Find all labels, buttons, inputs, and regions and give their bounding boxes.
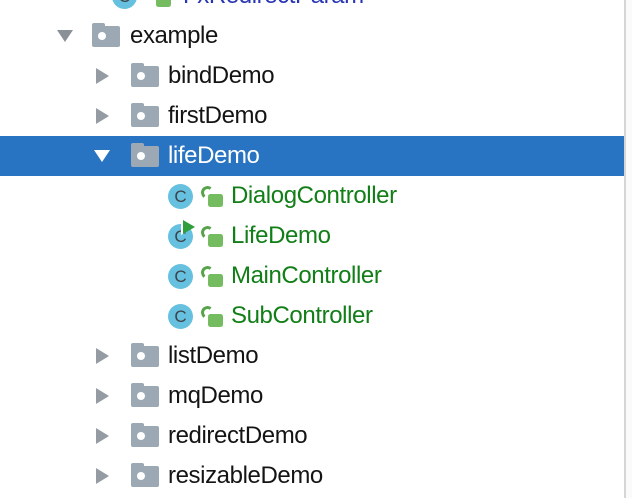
tree-item-label: listDemo <box>168 342 259 369</box>
tree-item-label: SubController <box>231 302 373 329</box>
class-icon: C <box>168 303 193 329</box>
tree-row-resizabledemo[interactable]: resizableDemo <box>0 456 625 496</box>
folder-icon <box>131 382 159 407</box>
class-icon: C <box>168 219 195 249</box>
tree-item-label: LifeDemo <box>231 222 331 249</box>
chevron-right-icon[interactable] <box>94 56 110 96</box>
folder-icon <box>131 422 159 447</box>
tree-item-label: lifeDemo <box>168 142 260 169</box>
tree-item-label: DialogController <box>231 182 397 209</box>
class-icon: C <box>112 0 137 9</box>
folder-icon <box>92 22 120 47</box>
panel-gutter <box>626 0 632 498</box>
tree-row-listdemo[interactable]: listDemo <box>0 336 625 376</box>
unlocked-icon <box>201 226 223 247</box>
folder-icon <box>131 102 159 127</box>
folder-icon <box>131 142 159 167</box>
tree-row-lifedemo[interactable]: lifeDemo <box>0 136 625 176</box>
tree-item-label: example <box>130 22 218 49</box>
chevron-down-icon[interactable] <box>94 136 110 176</box>
panel-divider[interactable] <box>624 0 626 498</box>
class-letter: C <box>118 0 130 9</box>
tree-row-example[interactable]: example <box>0 16 625 56</box>
class-letter: C <box>174 186 187 206</box>
run-overlay-icon <box>183 219 195 234</box>
tree-item-label: MainController <box>231 262 382 289</box>
chevron-right-icon[interactable] <box>94 336 110 376</box>
tree-row-mqdemo[interactable]: mqDemo <box>0 376 625 416</box>
chevron-right-icon[interactable] <box>94 376 110 416</box>
chevron-right-icon[interactable] <box>94 96 110 136</box>
tree-row-subcontroller[interactable]: C SubController <box>0 296 625 336</box>
unlocked-icon <box>149 0 171 7</box>
class-icon: C <box>168 263 193 289</box>
tree-item-label: mqDemo <box>168 382 263 409</box>
chevron-right-icon[interactable] <box>94 456 110 496</box>
folder-icon <box>131 342 159 367</box>
chevron-down-icon[interactable] <box>57 16 73 56</box>
tree-item-label: FxRedirectParam <box>183 0 364 16</box>
tree-item-label: bindDemo <box>168 62 275 89</box>
chevron-right-icon[interactable] <box>94 416 110 456</box>
class-letter: C <box>174 266 187 286</box>
tree-row-fxredirectparam[interactable]: C FxRedirectParam <box>0 0 625 16</box>
tree-row-redirectdemo[interactable]: redirectDemo <box>0 416 625 456</box>
class-icon: C <box>168 183 193 209</box>
tree-item-label: firstDemo <box>168 102 268 129</box>
tree-row-firstdemo[interactable]: firstDemo <box>0 96 625 136</box>
folder-icon <box>131 462 159 487</box>
tree-row-dialogcontroller[interactable]: C DialogController <box>0 176 625 216</box>
unlocked-icon <box>201 266 223 287</box>
tree-item-label: redirectDemo <box>168 422 308 449</box>
class-letter: C <box>174 306 187 326</box>
unlocked-icon <box>201 306 223 327</box>
tree-row-binddemo[interactable]: bindDemo <box>0 56 625 96</box>
folder-icon <box>131 62 159 87</box>
tree-item-label: resizableDemo <box>168 462 323 489</box>
tree-row-lifedemo-class[interactable]: C LifeDemo <box>0 216 625 256</box>
tree-row-maincontroller[interactable]: C MainController <box>0 256 625 296</box>
unlocked-icon <box>201 186 223 207</box>
